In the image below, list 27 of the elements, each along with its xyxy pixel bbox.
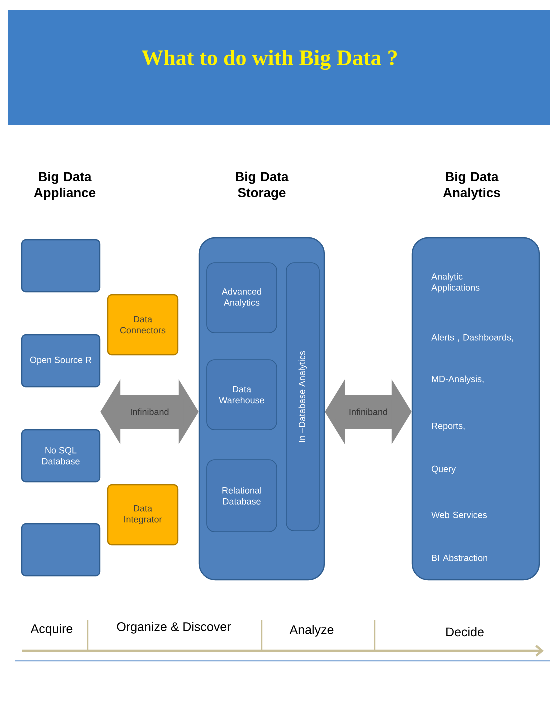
list-item: Alerts , Dashboards, — [432, 334, 514, 342]
list-item: Query — [432, 466, 456, 474]
storage-box: Data Warehouse — [206, 360, 278, 430]
column-heading: Big Data Appliance — [34, 172, 96, 200]
stage-label: Decide — [446, 627, 484, 637]
vertical-label: In –Database Analytics — [298, 351, 308, 442]
column-heading: Big Data Analytics — [443, 172, 500, 200]
component-box: Open Source R — [21, 334, 101, 388]
component-box — [21, 523, 101, 577]
list-item: BI Abstraction — [432, 554, 488, 562]
connector-box: Data Integrator — [107, 484, 179, 546]
connector-box: Data Connectors — [107, 294, 179, 356]
storage-box: Advanced Analytics — [206, 262, 278, 334]
list-item: MD-Analysis, — [432, 376, 484, 384]
edge-label: Infiniband — [129, 408, 170, 416]
storage-box: Relational Database — [206, 460, 278, 532]
edge-label: Infiniband — [348, 408, 390, 416]
component-box: No SQL Database — [21, 429, 101, 483]
stage-label: Organize & Discover — [117, 622, 232, 634]
list-item: Reports, — [432, 422, 465, 432]
component-box — [21, 239, 101, 293]
list-item: Web Services — [432, 512, 488, 518]
stage-label: Acquire — [30, 624, 73, 636]
title: What to do with Big Data ? — [142, 50, 398, 70]
column-heading: Big Data Storage — [236, 172, 289, 200]
stage-label: Analyze — [290, 625, 334, 637]
list-item: Analytic Applications — [432, 273, 480, 293]
